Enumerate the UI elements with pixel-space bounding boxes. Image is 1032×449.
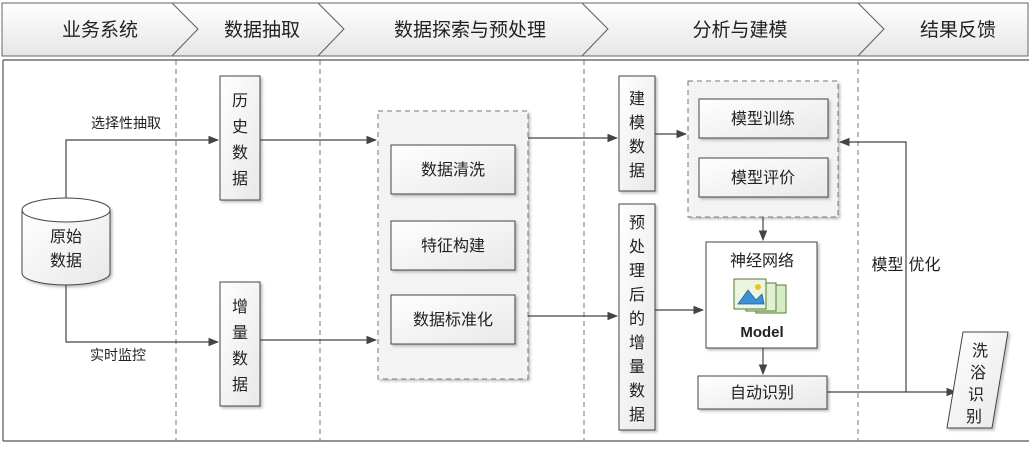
modeling-data-char: 据: [629, 161, 645, 180]
result-parallelogram: [946, 331, 1009, 429]
neural-network-title: 神经网络: [730, 251, 794, 270]
edge-label-selective: 选择性抽取: [91, 116, 161, 132]
data-cleaning-box: [390, 144, 516, 195]
history-data-char: 据: [232, 169, 248, 188]
history-data-box: [219, 75, 261, 201]
stage-label-business: 业务系统: [62, 19, 138, 41]
raw-data-cylinder: [21, 197, 111, 286]
model-evaluation-box: [698, 157, 829, 198]
incremental-data-char: 据: [232, 375, 248, 394]
stage-label-feedback: 结果反馈: [920, 19, 996, 41]
feature-construction-box: [390, 220, 516, 271]
raw-data-label-2: 数据: [50, 251, 82, 270]
model-training-label: 模型训练: [731, 109, 795, 128]
processed-incremental-char: 的: [629, 309, 645, 328]
history-data-char: 历: [232, 91, 248, 110]
history-data-char: 数: [232, 143, 248, 162]
data-normalization-label: 数据标准化: [413, 310, 493, 329]
feature-construction-label: 特征构建: [421, 236, 485, 255]
edge-feedback-loop: [838, 137, 907, 392]
model-evaluation-label: 模型评价: [731, 168, 795, 187]
modeling-data-char: 数: [629, 137, 645, 156]
processed-incremental-char: 理: [629, 261, 645, 280]
result-char: 识: [968, 385, 984, 404]
data-normalization-box: [390, 294, 516, 345]
edge-label-realtime: 实时监控: [90, 348, 146, 364]
stage-label-modeling: 分析与建模: [692, 19, 787, 41]
raw-data-label-1: 原始: [50, 227, 82, 246]
lane-dividers: [175, 60, 859, 441]
stage-header: 业务系统 数据抽取 数据探索与预处理 分析与建模 结果反馈: [1, 2, 1029, 57]
processed-incremental-char: 后: [629, 285, 645, 304]
processed-incremental-char: 预: [629, 213, 645, 232]
result-char: 洗: [972, 341, 988, 360]
processed-incremental-char: 量: [629, 357, 645, 376]
edge-selective-extract: [65, 135, 220, 198]
processed-incremental-char: 据: [629, 405, 645, 424]
modeling-data-char: 建: [629, 89, 645, 108]
processed-incremental-char: 处: [629, 237, 645, 256]
processed-incremental-char: 数: [629, 381, 645, 400]
result-char: 浴: [970, 363, 986, 382]
feedback-label: 模型 优化: [871, 255, 940, 274]
incremental-data-box: [219, 281, 261, 407]
processed-incremental-char: 增: [629, 333, 645, 352]
auto-identify-box: [697, 375, 828, 410]
model-icon: [733, 278, 787, 314]
incremental-data-char: 数: [232, 349, 248, 368]
model-label: Model: [740, 324, 783, 341]
history-data-char: 史: [232, 117, 248, 136]
model-training-box: [698, 98, 829, 139]
stage-label-extract: 数据抽取: [224, 19, 300, 41]
edge-realtime-monitor: [65, 285, 220, 347]
modeling-data-char: 模: [629, 113, 645, 132]
stage-chevron-feedback: [856, 2, 1029, 57]
auto-identify-label: 自动识别: [730, 383, 794, 402]
modeling-data-box: [618, 75, 656, 192]
data-cleaning-label: 数据清洗: [421, 160, 485, 179]
result-char: 别: [966, 407, 982, 426]
incremental-data-char: 量: [232, 323, 248, 342]
stage-label-preprocess: 数据探索与预处理: [394, 19, 546, 41]
processed-incremental-box: [618, 203, 656, 431]
incremental-data-char: 增: [232, 297, 248, 316]
